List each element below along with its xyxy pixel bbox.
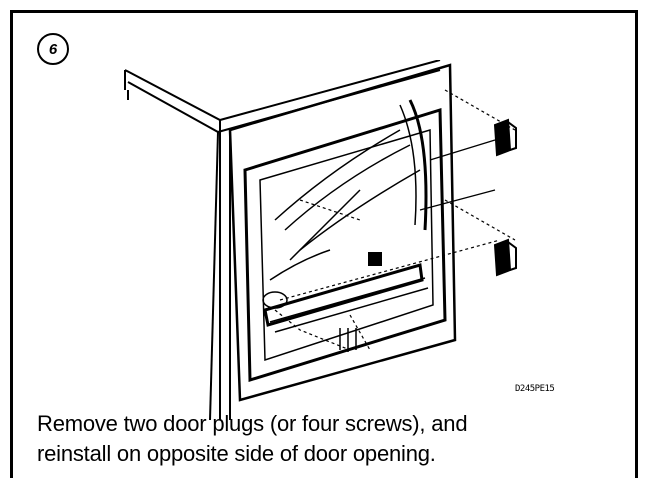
caption-line-1: Remove two door plugs (or four screws), … — [37, 411, 468, 436]
figure-code: D245PE15 — [515, 384, 555, 394]
dryer-cabinet — [124, 60, 457, 420]
caption-line-2: reinstall on opposite side of door openi… — [37, 441, 436, 466]
step-number-badge: 6 — [37, 33, 69, 65]
instruction-caption: Remove two door plugs (or four screws), … — [37, 409, 627, 469]
door-opening — [243, 99, 447, 383]
door-plug-lower — [493, 238, 517, 277]
dryer-door-opening-illustration — [124, 60, 517, 420]
door-plug-upper — [493, 118, 517, 157]
instruction-panel — [10, 10, 638, 478]
leader-lines — [274, 89, 516, 351]
door-screws — [339, 328, 357, 352]
